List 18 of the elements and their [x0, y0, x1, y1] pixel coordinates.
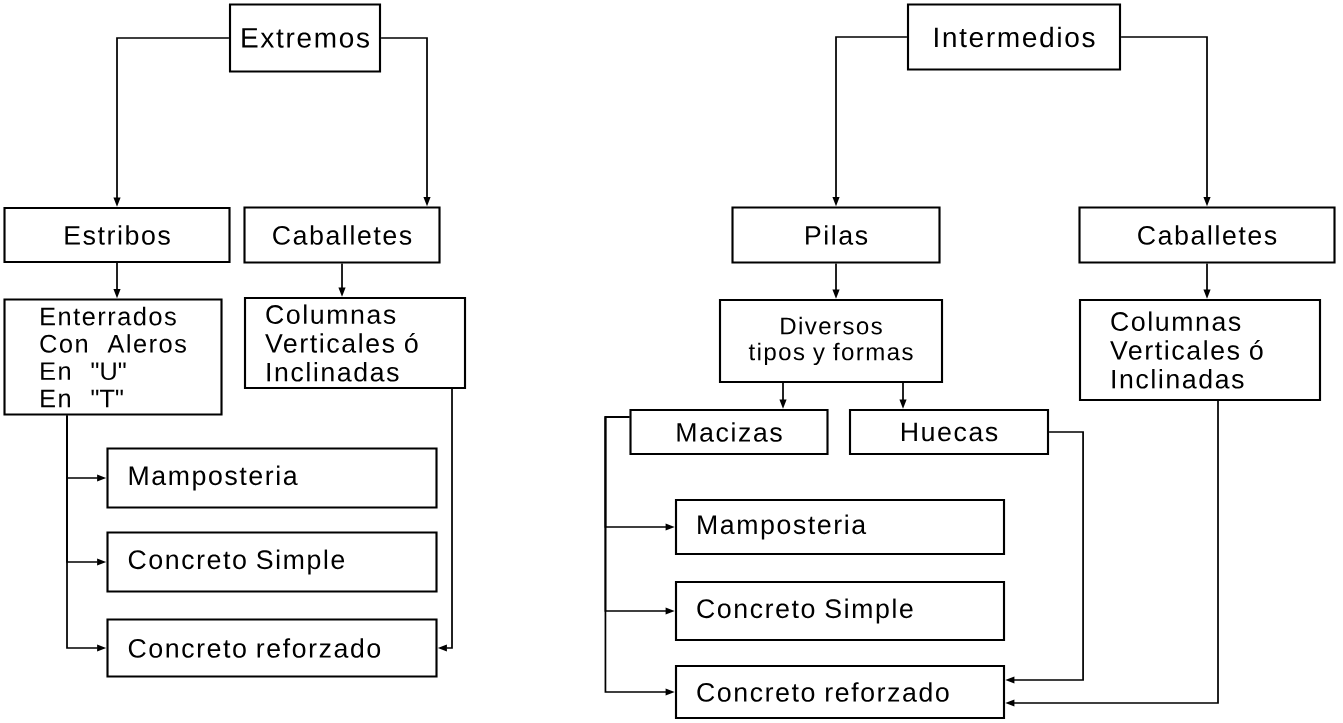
process-box: Estribos [3, 206, 231, 264]
process-box: Macizas [629, 408, 829, 456]
process-box: Concreto reforzado [674, 664, 1006, 720]
process-box: Concreto Simple [106, 531, 438, 593]
process-box: Caballetes [1078, 206, 1336, 264]
process-box: Caballetes [243, 206, 441, 264]
process-box: Mamposteria [674, 498, 1006, 556]
process-box: Columnas Verticales ó Inclinadas [243, 296, 467, 390]
process-box: Huecas [848, 408, 1050, 456]
process-box: Diversos tipos y formas [718, 298, 944, 384]
process-box: Concreto reforzado [106, 618, 438, 678]
process-box: Mamposteria [106, 447, 438, 509]
process-box: Enterrados Con Aleros En "U" En "T" [3, 298, 223, 416]
process-box: Columnas Verticales ó Inclinadas [1078, 298, 1322, 402]
process-box: Concreto Simple [674, 580, 1006, 642]
process-box: Pilas [731, 206, 941, 264]
process-box: Extremos [228, 3, 382, 73]
process-box: Intermedios [906, 3, 1122, 71]
